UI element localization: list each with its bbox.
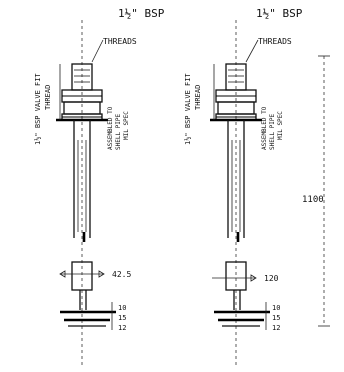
left-fitting: 1½" BSP THREADS 1½" BSP VALVE FIT THREAD…	[34, 7, 165, 368]
right-side-label-3: ASSEMBLED TO	[261, 106, 268, 150]
right-width-arrow	[250, 274, 257, 282]
left-side-label-4: SHELL PIPE	[115, 113, 122, 150]
right-gap-3: 12	[272, 324, 280, 332]
left-gap-3: 12	[118, 324, 126, 332]
right-thread-leader	[245, 39, 259, 63]
right-lower-body	[225, 261, 247, 291]
left-thread-size: 1½" BSP	[118, 7, 165, 20]
left-side-label-2: THREAD	[44, 85, 52, 110]
left-side-label-3: ASSEMBLED TO	[107, 106, 114, 150]
left-thread-label: THREADS	[103, 37, 137, 46]
right-thread-size: 1½" BSP	[256, 7, 303, 20]
right-side-label-5: MIL SPEC	[277, 111, 284, 140]
right-side-label-2: THREAD	[194, 85, 202, 110]
right-dim-width: 120	[264, 274, 279, 283]
right-fitting: 1½" BSP THREADS 1½" BSP VALVE FIT THREAD…	[184, 7, 303, 368]
overall-length-value: 1100	[302, 195, 324, 205]
right-thread-label: THREADS	[258, 37, 292, 46]
overall-length-dimension: 1100	[302, 55, 330, 327]
left-side-label-5: MIL SPEC	[123, 111, 130, 140]
right-side-label-4: SHELL PIPE	[269, 113, 276, 150]
left-lower-body	[71, 261, 93, 291]
left-gap-1: 10	[118, 304, 126, 312]
left-width-arrow	[59, 270, 105, 278]
right-gap-2: 15	[272, 314, 280, 322]
left-dim-width: 42.5	[112, 270, 131, 279]
left-thread-leader	[91, 39, 104, 63]
left-gap-2: 15	[118, 314, 126, 322]
left-side-label-1: 1½" BSP VALVE FIT	[34, 73, 42, 145]
right-gap-1: 10	[272, 304, 280, 312]
right-side-label-1: 1½" BSP VALVE FIT	[184, 73, 192, 145]
